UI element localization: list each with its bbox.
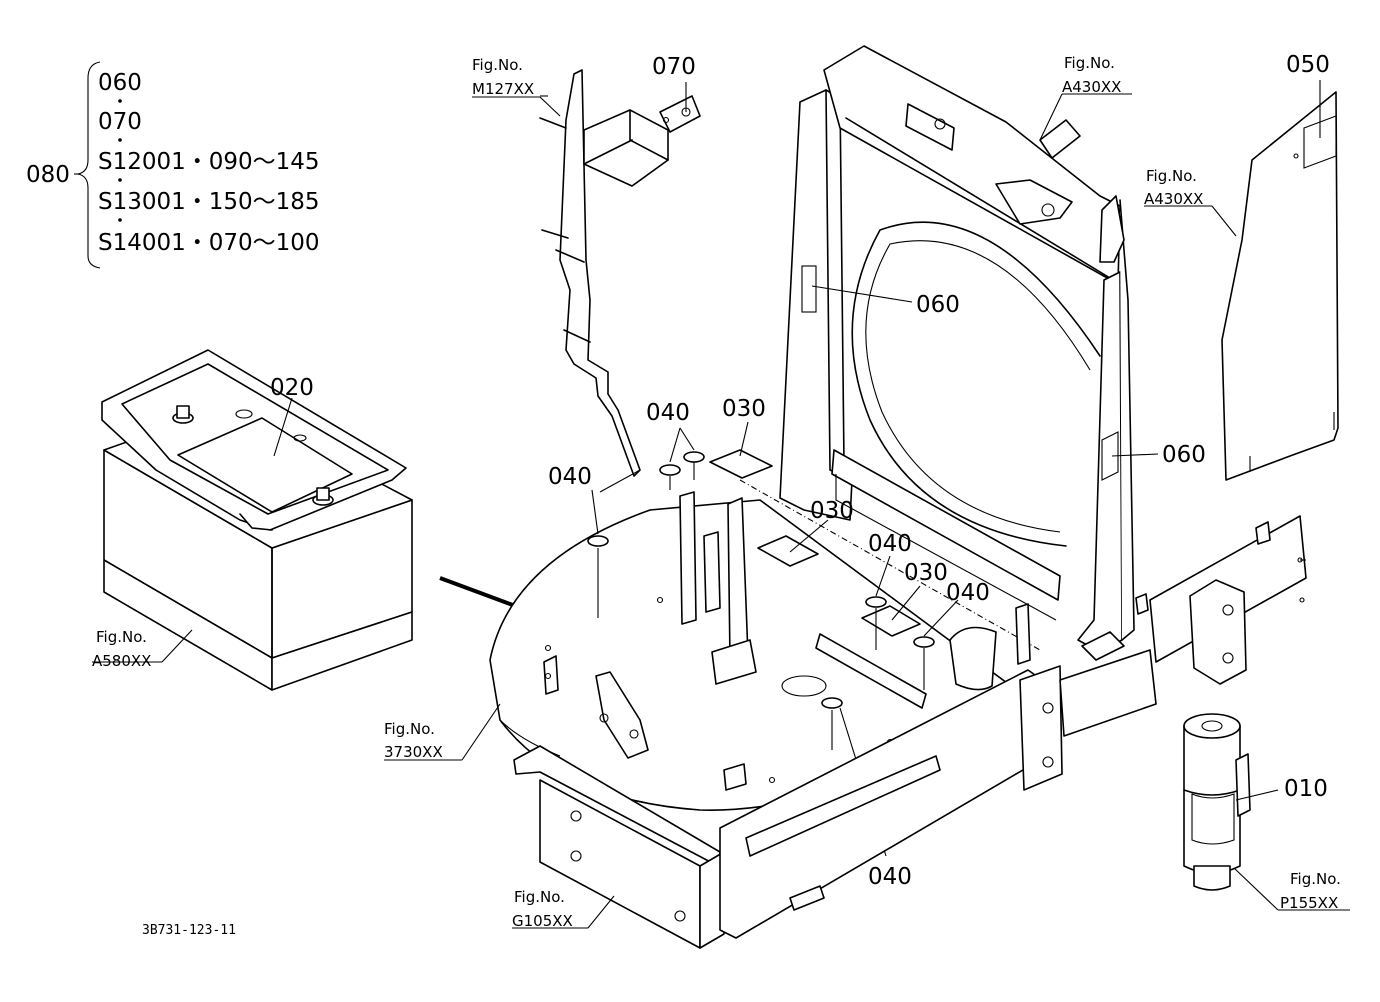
callout-040-right: 040 bbox=[946, 580, 990, 606]
serial-item-1: 060 bbox=[98, 70, 142, 96]
fig-code-m127: M127XX bbox=[472, 80, 534, 98]
side-panel: 050 Fig.No. A430XX bbox=[1144, 52, 1339, 481]
lower-frame: Fig.No. G105XX bbox=[512, 515, 1307, 949]
dot-separator bbox=[118, 218, 122, 222]
callout-030-top: 030 bbox=[722, 396, 766, 422]
main-plate: 040 040 030 030 040 030 040 040 Fig.No. … bbox=[384, 396, 1041, 890]
fig-label-a580: Fig.No. bbox=[96, 628, 147, 646]
callout-020: 020 bbox=[270, 375, 314, 401]
serial-item-5: S14001・070～100 bbox=[98, 230, 320, 256]
serial-item-2: 070 bbox=[98, 109, 142, 135]
dot-separator bbox=[118, 138, 122, 142]
serial-item-3: S12001・090～145 bbox=[98, 149, 320, 175]
fig-code-3730: 3730XX bbox=[384, 743, 443, 761]
fig-label-g105: Fig.No. bbox=[514, 888, 565, 906]
sensor-part: 010 Fig.No. P155XX bbox=[1183, 713, 1350, 912]
callout-040-bottom: 040 bbox=[868, 864, 912, 890]
fig-label-m127: Fig.No. bbox=[472, 56, 523, 74]
bracket-m127: 070 Fig.No. M127XX bbox=[472, 54, 701, 493]
fig-label-p155: Fig.No. bbox=[1290, 870, 1341, 888]
callout-010: 010 bbox=[1284, 776, 1328, 802]
fig-code-a430-top: A430XX bbox=[1062, 78, 1121, 96]
callout-060-upper: 060 bbox=[916, 292, 960, 318]
serial-list-group: 060 070 S12001・090～145 S13001・150～185 S1… bbox=[26, 61, 320, 269]
callout-050: 050 bbox=[1286, 52, 1330, 78]
callout-080: 080 bbox=[26, 162, 70, 188]
fig-label-a430-top: Fig.No. bbox=[1064, 54, 1115, 72]
callout-030-lower: 030 bbox=[904, 560, 948, 586]
callout-040-middle: 040 bbox=[868, 531, 912, 557]
dot-separator bbox=[118, 178, 122, 182]
fig-code-g105: G105XX bbox=[512, 912, 573, 930]
callout-070: 070 bbox=[652, 54, 696, 80]
serial-item-4: S13001・150～185 bbox=[98, 189, 320, 215]
radiator-shroud: 060 060 Fig.No. A430XX bbox=[779, 45, 1206, 653]
fig-label-3730: Fig.No. bbox=[384, 720, 435, 738]
fig-label-a430-right: Fig.No. bbox=[1146, 167, 1197, 185]
fig-code-a430-right: A430XX bbox=[1144, 190, 1203, 208]
fig-code-p155: P155XX bbox=[1280, 894, 1338, 912]
callout-040-top: 040 bbox=[646, 400, 690, 426]
callout-040-left: 040 bbox=[548, 464, 592, 490]
callout-030-middle: 030 bbox=[810, 498, 854, 524]
battery-drawing: 020 Fig.No. A580XX bbox=[92, 349, 413, 691]
drawing-code: 3B731-123-11 bbox=[142, 923, 236, 938]
callout-060-lower: 060 bbox=[1162, 442, 1206, 468]
fig-code-a580: A580XX bbox=[92, 652, 151, 670]
dot-separator bbox=[118, 99, 122, 103]
